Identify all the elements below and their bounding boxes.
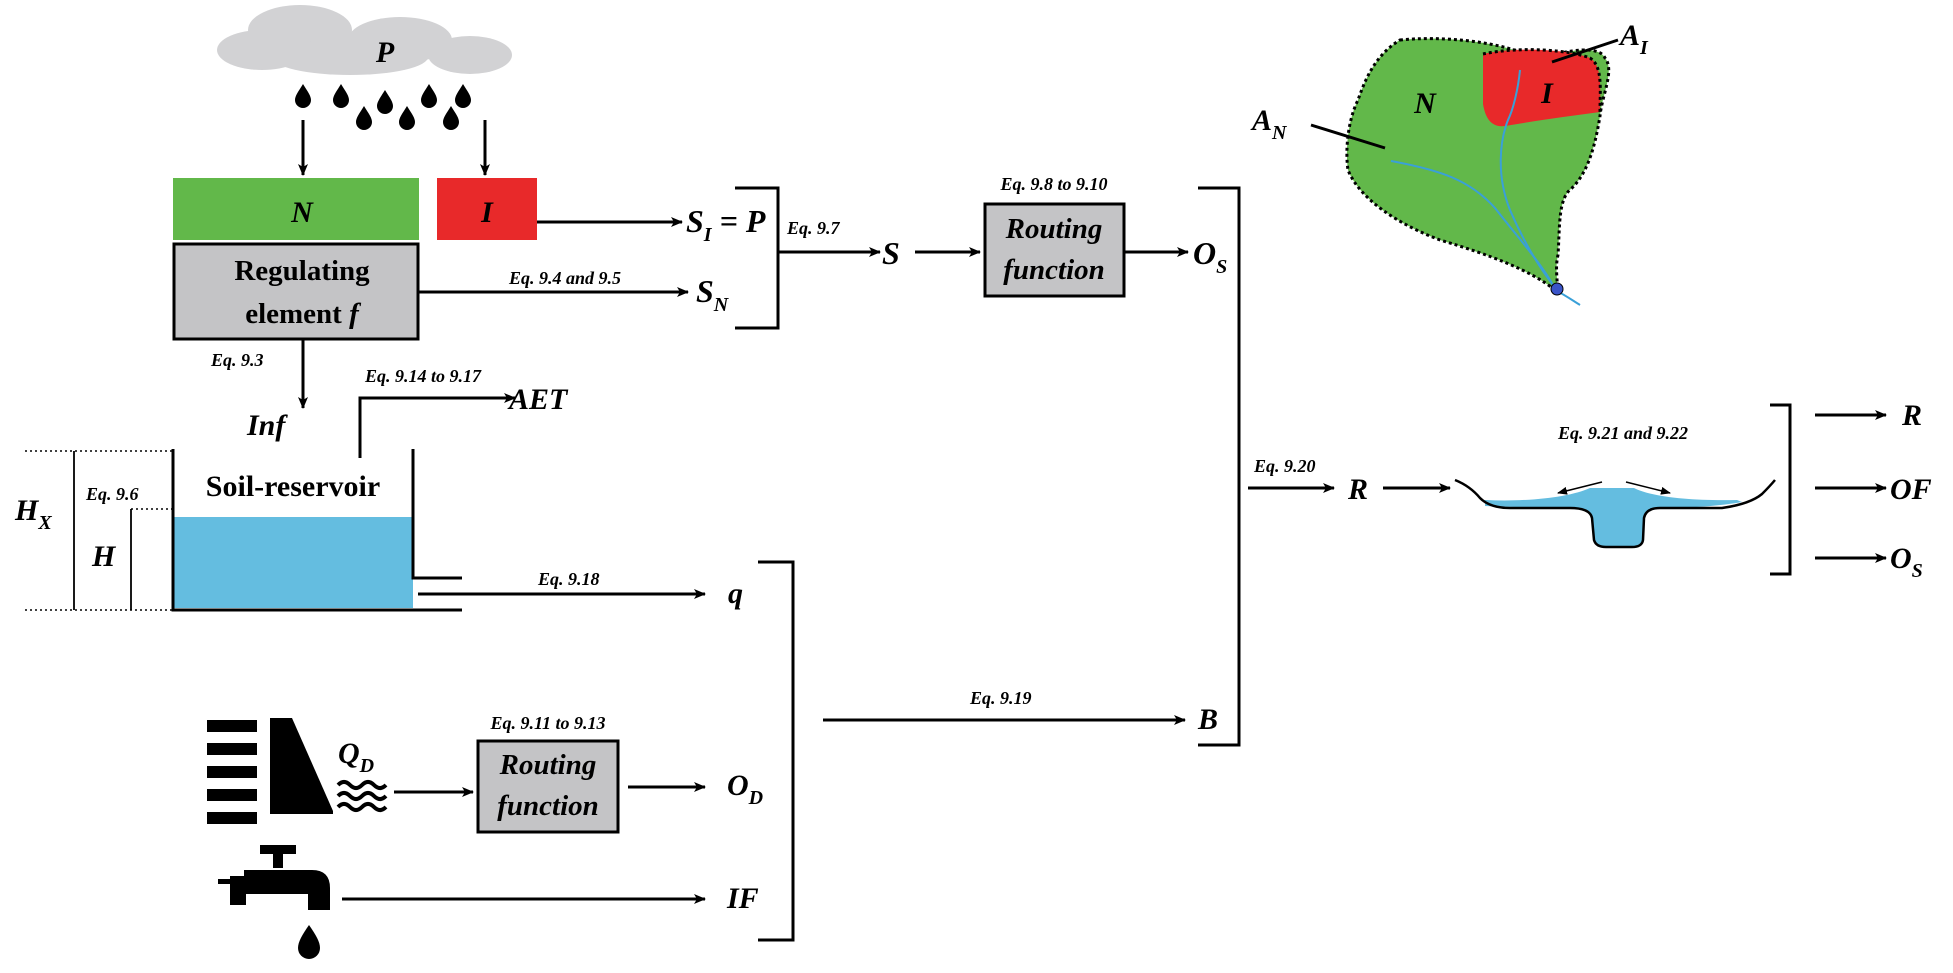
an-label: AN [1250, 104, 1288, 144]
eq-b-label: Eq. 9.19 [969, 688, 1032, 708]
output-r-label: R [1901, 399, 1922, 432]
eq-q-label: Eq. 9.18 [537, 569, 600, 589]
soil-reservoir-label: Soil-reservoir [206, 470, 380, 503]
ai-label: AI [1618, 19, 1649, 59]
routing-bottom-line2: function [497, 790, 599, 822]
qd-label: QD [338, 737, 374, 777]
h-label: H [91, 540, 117, 573]
q-label: q [728, 577, 743, 610]
routing-top-line2: function [1003, 254, 1105, 286]
pervious-area-label: N [290, 196, 314, 229]
si-sn-join-bracket [735, 186, 780, 330]
catchment-map-icon [1310, 37, 1619, 306]
outputs-bracket [1770, 403, 1792, 576]
rain-cloud-icon [217, 5, 512, 130]
routing-top-line1: Routing [1005, 213, 1103, 245]
eq-sn-label: Eq. 9.4 and 9.5 [508, 268, 621, 288]
b-label: B [1197, 703, 1218, 736]
os-label: OS [1193, 235, 1227, 278]
os-b-join-bracket [1198, 186, 1241, 747]
soil-reservoir-tank [171, 449, 462, 612]
map-pervious-label: N [1413, 87, 1437, 120]
soil-reservoir-outlet [411, 449, 462, 580]
eq-r-label: Eq. 9.20 [1253, 456, 1316, 476]
eq-routing-bottom-label: Eq. 9.11 to 9.13 [489, 713, 605, 733]
infiltration-label: Inf [246, 409, 288, 442]
regulating-element-line2: element f [245, 298, 362, 330]
sn-label: SN [696, 273, 730, 316]
eq-inf-label: Eq. 9.3 [210, 350, 264, 370]
river-channel-icon [1454, 478, 1776, 549]
output-os-label: OS [1890, 542, 1923, 582]
droplet-icon [298, 925, 320, 959]
od-label: OD [727, 769, 763, 809]
eq-aet-label: Eq. 9.14 to 9.17 [364, 366, 482, 386]
eq-routing-top-label: Eq. 9.8 to 9.10 [999, 174, 1107, 194]
faucet-icon [218, 845, 330, 910]
subsurface-join-bracket [758, 560, 795, 942]
eq-reservoir-label: Eq. 9.21 and 9.22 [1557, 423, 1688, 443]
regulating-element-line1: Regulating [234, 255, 370, 287]
r-label: R [1347, 473, 1368, 506]
output-of-label: OF [1890, 473, 1932, 506]
aet-arrow [358, 393, 516, 458]
water-waves-icon [336, 780, 388, 812]
eq-s-label: Eq. 9.7 [786, 218, 841, 238]
hx-label: HX [14, 494, 52, 534]
dam-icon [207, 718, 333, 824]
eq-h-label: Eq. 9.6 [85, 484, 139, 504]
soil-water-fill [173, 517, 413, 608]
pervious-area-box [173, 178, 419, 240]
precipitation-label: P [375, 36, 395, 69]
map-impervious-label: I [1540, 77, 1554, 110]
si-equals-p-label: SI = P [686, 203, 766, 246]
aet-label: AET [507, 383, 569, 416]
impervious-area-box [437, 178, 537, 240]
routing-function-bottom-box [476, 739, 620, 834]
routing-bottom-line1: Routing [499, 749, 597, 781]
s-label: S [882, 235, 900, 271]
if-label: IF [726, 882, 759, 915]
routing-function-top-box [983, 202, 1126, 298]
impervious-area-label: I [480, 196, 494, 229]
